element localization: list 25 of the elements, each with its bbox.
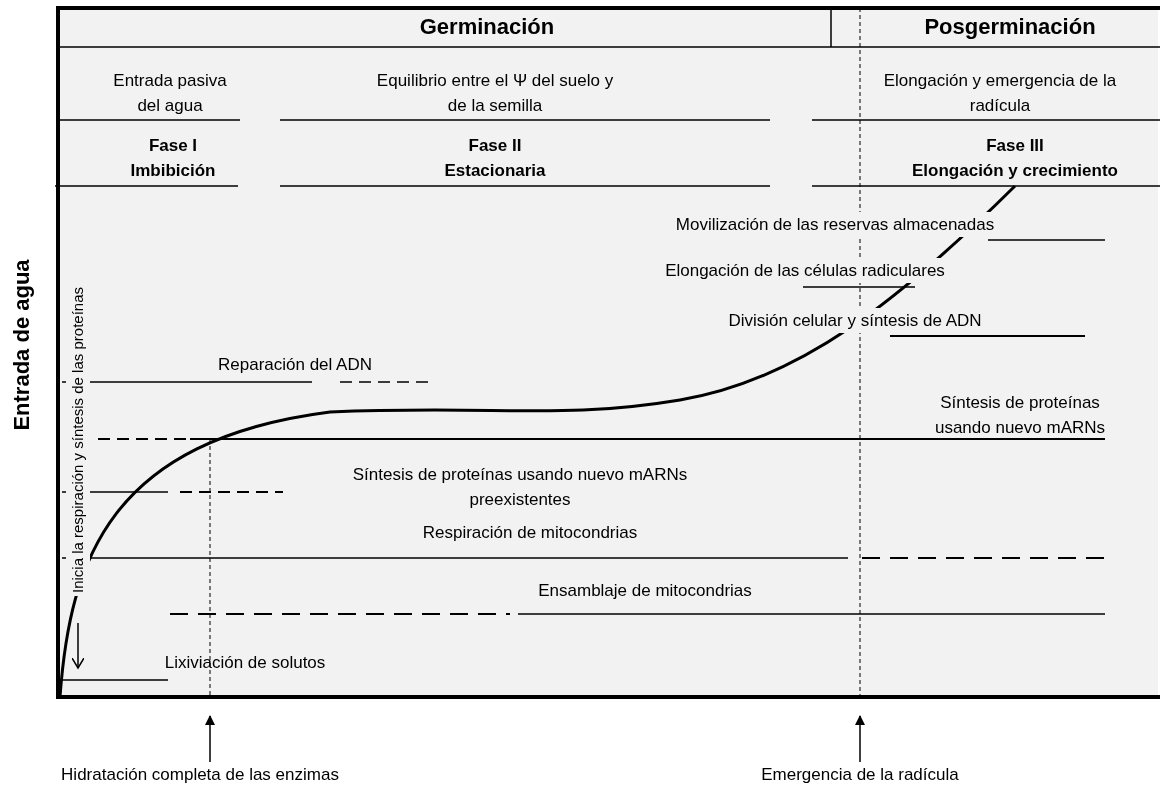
arrow	[855, 715, 865, 763]
stage-heading: Posgerminación	[923, 14, 1097, 39]
phase-description: Elongación y emergencia de la radícula	[882, 70, 1118, 117]
event-label: Emergencia de la radícula	[730, 762, 990, 787]
phase-description: Entrada pasiva del agua	[112, 70, 228, 117]
process-label: Síntesis de proteínas usando nuevo mARNs	[933, 392, 1107, 439]
phase-label: Fase II	[467, 135, 523, 157]
process-label: Lixiviación de solutos	[163, 652, 327, 674]
stage-heading: Germinación	[418, 14, 556, 39]
phase-label: Estacionaria	[443, 160, 547, 182]
axis-title: Entrada de agua	[10, 258, 34, 433]
process-label: División celular y síntesis de ADN	[726, 308, 984, 333]
arrow	[205, 715, 215, 763]
process-label: Reparación del ADN	[217, 354, 373, 376]
phase-label: Fase I	[147, 135, 199, 157]
event-label: Hidratación completa de las enzimas	[10, 762, 390, 787]
axis-note: Inicia la respiración y síntesis de las proteínas	[66, 284, 90, 596]
process-label: Ensamblaje de mitocondrias	[537, 580, 753, 602]
process-label: Respiración de mitocondrias	[421, 522, 639, 544]
phase-description: Equilibrio entre el Ψ del suelo y de la semilla	[375, 70, 615, 117]
phase-label: Elongación y crecimiento	[911, 160, 1119, 182]
phase-label: Imbibición	[129, 160, 217, 182]
phase-label: Fase III	[985, 135, 1045, 157]
process-label: Elongación de las células radiculares	[663, 258, 947, 283]
process-label: Síntesis de proteínas usando nuevo mARNs preexistentes	[351, 464, 689, 511]
